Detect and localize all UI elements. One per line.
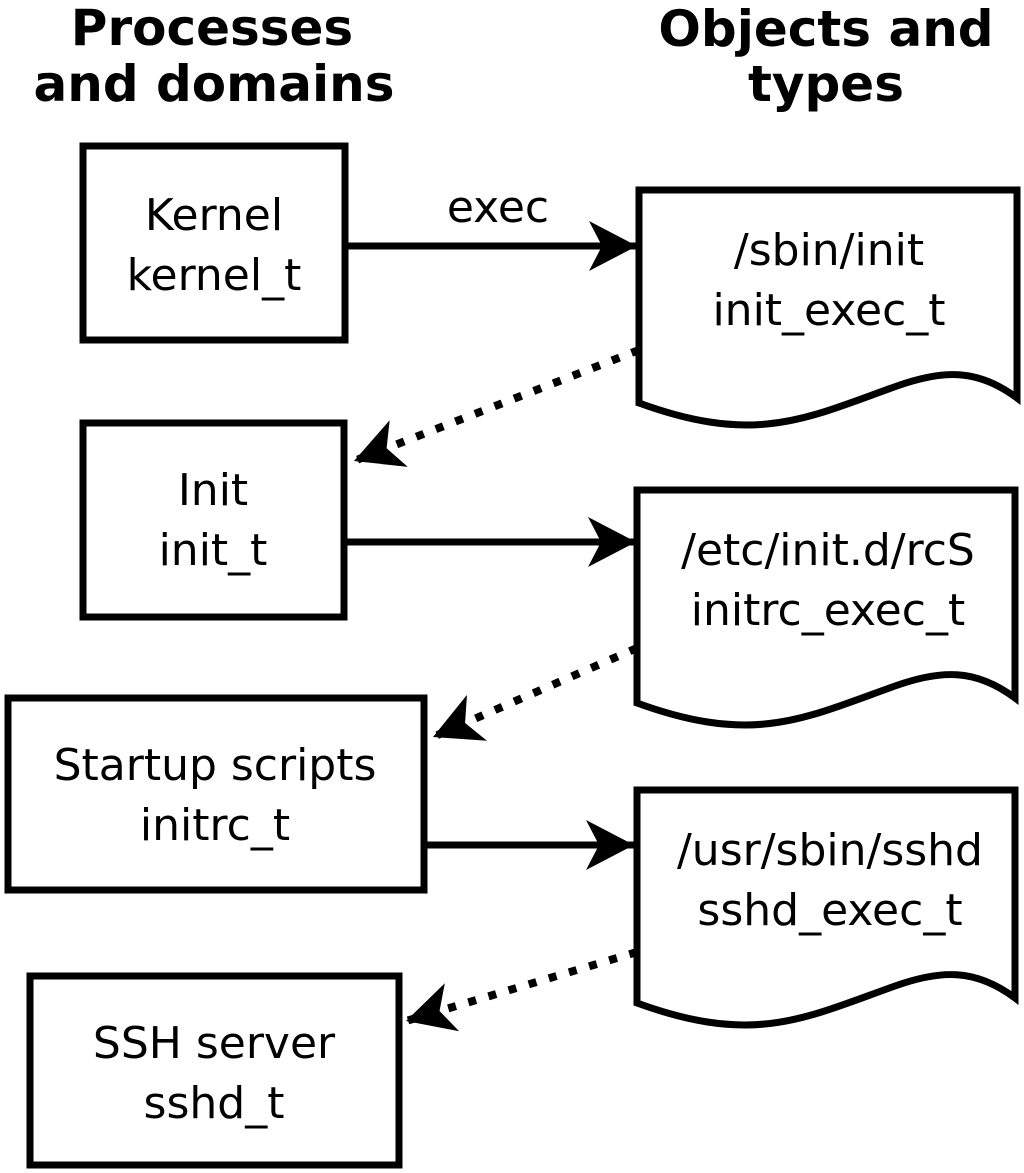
object-document-etc-initd-rcs-type: initrc_exec_t: [691, 585, 965, 636]
exec-arrow-label: exec: [447, 182, 549, 233]
column-header-processes-line1: Processes: [71, 0, 353, 57]
column-header-objects-line1: Objects and: [658, 0, 993, 58]
object-document-usr-sbin-sshd: [633, 786, 1019, 1029]
process-box-init-domain: init_t: [159, 525, 268, 576]
process-box-startup-scripts-label: Startup scripts: [54, 740, 377, 791]
process-box-ssh-server-label: SSH server: [93, 1018, 336, 1069]
process-box-init: [79, 419, 348, 621]
transition-arrow-initrc-exec-to-initrc: [431, 644, 639, 741]
column-header-objects-line2: types: [748, 55, 904, 113]
process-box-init-label: Init: [178, 465, 248, 516]
process-box-kernel: [79, 142, 349, 344]
process-box-kernel-label: Kernel: [145, 190, 283, 241]
column-header-processes-line2: and domains: [33, 55, 394, 113]
object-document-usr-sbin-sshd-path: /usr/sbin/sshd: [677, 825, 983, 876]
process-box-ssh-server-domain: sshd_t: [144, 1078, 285, 1129]
object-document-usr-sbin-sshd-type: sshd_exec_t: [697, 885, 962, 936]
process-box-startup-scripts: [4, 694, 428, 894]
transition-arrow-init-exec-to-init: [352, 346, 641, 467]
object-document-sbin-init: [635, 186, 1021, 429]
object-document-sbin-init-type: init_exec_t: [712, 285, 945, 336]
object-document-sbin-init-path: /sbin/init: [734, 225, 924, 276]
process-box-ssh-server: [26, 972, 403, 1169]
object-document-etc-initd-rcs: [633, 486, 1019, 729]
object-document-etc-initd-rcs-path: /etc/init.d/rcS: [681, 525, 975, 576]
process-box-kernel-domain: kernel_t: [127, 250, 302, 301]
transition-arrow-sshd-exec-to-sshd: [404, 948, 639, 1032]
process-box-startup-scripts-domain: initrc_t: [140, 800, 290, 851]
